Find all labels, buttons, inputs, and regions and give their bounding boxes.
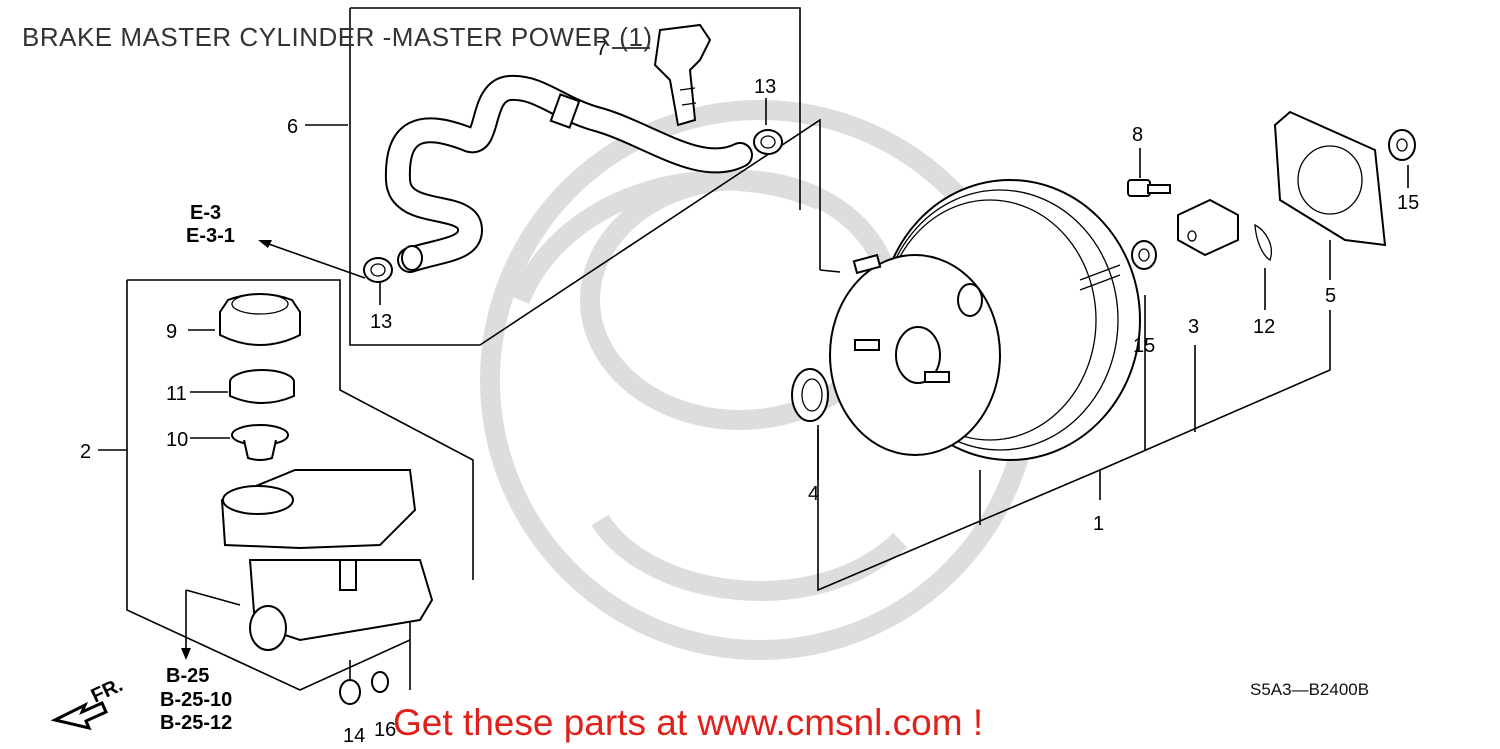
callout-1: 1 <box>1093 513 1104 535</box>
section-refs-b: B-25 B-25-10 B-25-12 <box>160 665 232 734</box>
ref-e-3: E-3 <box>190 202 221 224</box>
callout-5: 5 <box>1325 285 1336 307</box>
master-cylinder-frame <box>126 279 474 691</box>
clevis-yoke <box>1177 198 1239 257</box>
callout-4: 4 <box>808 483 819 505</box>
front-direction-label: FR. <box>88 674 126 708</box>
callout-12: 12 <box>1253 316 1275 338</box>
master-cylinder <box>220 469 434 651</box>
leader-lines <box>98 47 1409 690</box>
hose-bracket <box>653 23 712 127</box>
promo-banner[interactable]: Get these parts at www.cmsnl.com ! <box>393 702 984 743</box>
hose-group-frame <box>349 7 841 346</box>
hose-clip-upper <box>753 129 783 155</box>
booster-seal <box>791 368 829 422</box>
callout-15-nut: 15 <box>1133 335 1155 357</box>
callout-9: 9 <box>166 321 177 343</box>
callout-10: 10 <box>166 429 188 451</box>
callout-16: 16 <box>374 719 396 741</box>
section-refs-e: E-3 E-3-1 <box>186 202 235 247</box>
callout-15-gasket: 15 <box>1397 192 1419 214</box>
booster-nut <box>1131 240 1157 270</box>
callout-3: 3 <box>1188 316 1199 338</box>
ref-b-25-10: B-25-10 <box>160 689 232 711</box>
brake-booster <box>829 179 1141 461</box>
ref-b-25: B-25 <box>166 665 209 687</box>
callout-14: 14 <box>343 725 365 747</box>
snap-pin <box>1254 223 1272 261</box>
clevis-pin <box>1127 179 1171 197</box>
callout-11: 11 <box>166 383 187 405</box>
booster-gasket <box>1273 110 1387 247</box>
cap-seal <box>229 369 295 404</box>
page-title: BRAKE MASTER CYLINDER -MASTER POWER (1) <box>22 22 653 52</box>
callout-13-upper: 13 <box>754 76 776 98</box>
callout-6: 6 <box>287 116 298 138</box>
front-direction-arrow <box>50 701 108 731</box>
callout-13-lower: 13 <box>370 311 392 333</box>
ref-e-3-1: E-3-1 <box>186 225 235 247</box>
diagram-reference-code: S5A3—B2400B <box>1250 680 1370 699</box>
washer-16 <box>371 671 389 693</box>
hose-clip-lower <box>363 257 393 283</box>
gasket-nut <box>1388 129 1416 161</box>
reservoir-cap <box>219 293 301 346</box>
strainer <box>231 424 289 461</box>
booster-frame <box>817 295 1331 592</box>
vacuum-hose <box>384 74 753 273</box>
ref-b-25-12: B-25-12 <box>160 712 232 734</box>
callout-numbers: 1 2 3 4 5 6 7 8 9 10 11 12 13 13 14 15 1… <box>80 38 1419 747</box>
callout-8: 8 <box>1132 124 1143 146</box>
callout-2: 2 <box>80 441 91 463</box>
nut-14 <box>339 679 361 705</box>
callout-7: 7 <box>596 38 607 60</box>
